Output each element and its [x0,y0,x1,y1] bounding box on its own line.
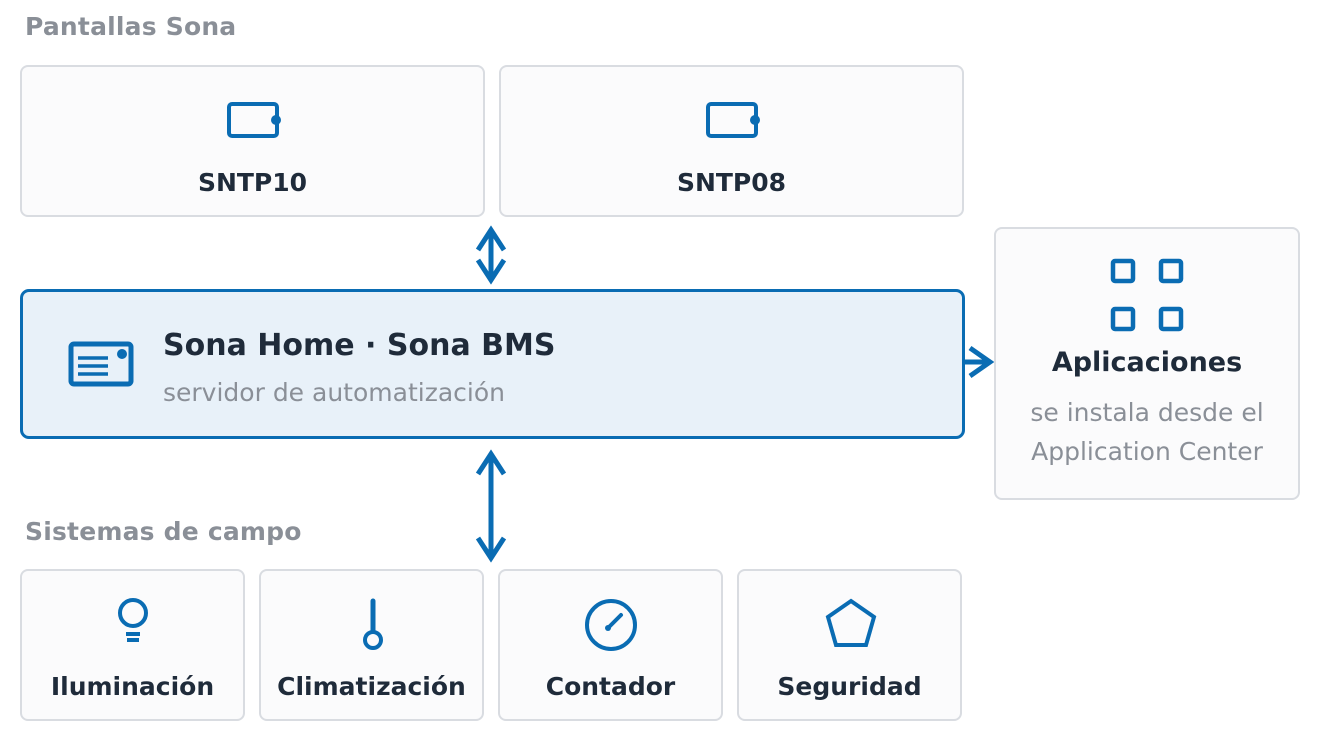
thermometer-icon [363,598,383,650]
pentagon-icon [825,598,877,647]
applications-title: Aplicaciones [1051,347,1243,378]
screen-label: SNTP08 [676,168,787,197]
field-card-lighting[interactable]: Iluminación [20,569,245,721]
screens-section-label: Pantallas Sona [25,12,237,41]
hub-apps-connector [964,345,995,379]
field-section-label: Sistemas de campo [25,517,302,546]
panel-icon [227,102,281,138]
field-card-climate[interactable]: Climatización [259,569,484,721]
panel-icon [706,102,760,138]
field-system-label: Contador [545,672,676,701]
field-system-label: Iluminación [50,672,215,701]
hub-subtitle: servidor de automatización [163,378,505,407]
hub-title: Sona Home · Sona BMS [163,328,556,363]
applications-description: se instala desde el Application Center [1030,398,1264,466]
screens-hub-connector [475,225,507,285]
screen-card-sntp08[interactable]: SNTP08 [499,65,964,217]
applications-card[interactable]: Aplicaciones se instala desde el Applica… [994,227,1300,500]
hub-field-connector [475,449,507,563]
field-card-meter[interactable]: Contador [498,569,723,721]
lightbulb-icon [118,598,148,642]
field-card-security[interactable]: Seguridad [737,569,962,721]
field-system-label: Climatización [277,672,466,701]
field-system-label: Seguridad [777,672,922,701]
automation-server-card[interactable]: Sona Home · Sona BMS servidor de automat… [20,289,965,439]
gauge-icon [585,599,637,651]
server-icon [68,341,134,387]
screen-card-sntp10[interactable]: SNTP10 [20,65,485,217]
apps-grid-icon [1110,258,1184,332]
screen-label: SNTP10 [197,168,308,197]
